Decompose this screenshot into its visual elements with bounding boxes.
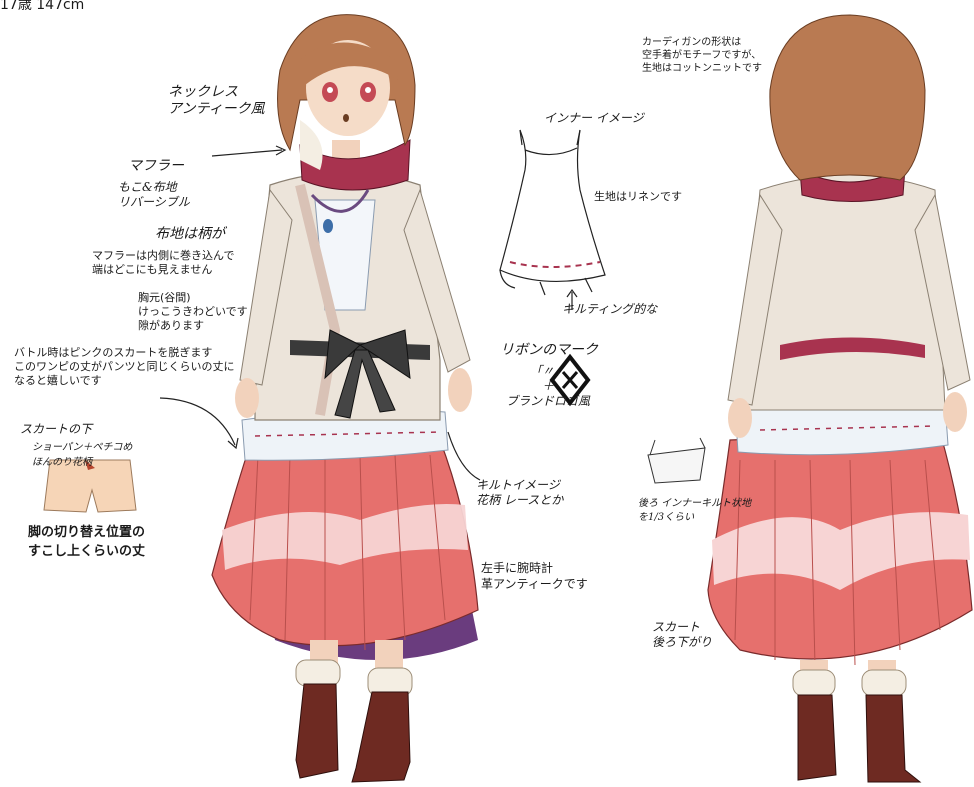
muffler-detail-note: もこ&布地 リバーシブル	[118, 180, 190, 209]
back-figure	[707, 14, 973, 783]
inner-image-note: インナー イメージ	[544, 111, 644, 125]
quilt-detail-sketch	[647, 437, 706, 484]
ribbon-mark-logo	[549, 353, 591, 407]
chest-note: 胸元(谷間) けっこうきわどいです 隙があります	[138, 291, 248, 332]
skirt-back-note: スカート 後ろ下がり	[652, 620, 713, 649]
annotation-arrows	[159, 145, 481, 481]
muffler-wrap-note: マフラーは内側に巻き込んで 端はどこにも見えません	[92, 249, 235, 276]
linen-note: 生地はリネンです	[594, 190, 682, 203]
necklace-note: ネックレス アンティーク風	[168, 84, 265, 117]
battle-note: バトル時はピンクのスカートを脱ぎます このワンピの丈がパンツと同じくらいの丈に …	[14, 346, 235, 387]
leg-position-note: 脚の切り替え位置の すこし上くらいの丈	[28, 525, 146, 559]
cardigan-note: カーディガンの形状は 空手着がモチーフですが、 生地はコットンニットです	[642, 37, 762, 74]
ribbon-brand-note: 「〃」 ＋ ブランドロゴ風	[506, 364, 591, 408]
shorts-sketch	[43, 459, 137, 513]
back-quilt-note: 後ろ インナーキルト状地 を1/3くらい	[638, 498, 752, 523]
under-skirt-note: スカートの下	[20, 422, 93, 436]
muffler-title: マフラー	[128, 158, 184, 174]
inner-dress-sketch	[499, 129, 606, 310]
under-skirt-detail-note: ショーパン＋ペチコめ ほんのり花柄	[32, 442, 133, 468]
age-height-label: 17歳 147cm	[0, 0, 85, 13]
ribbon-mark-note: リボンのマーク	[500, 342, 598, 358]
watch-note: 左手に腕時計 革アンティークです	[481, 561, 588, 591]
muffler-fabric-note: 布地は柄が	[155, 226, 225, 242]
front-figure	[211, 14, 479, 783]
quilt-image-note: キルトイメージ 花柄 レースとか	[476, 478, 564, 507]
quilting-note: キルティング的な	[562, 302, 658, 316]
